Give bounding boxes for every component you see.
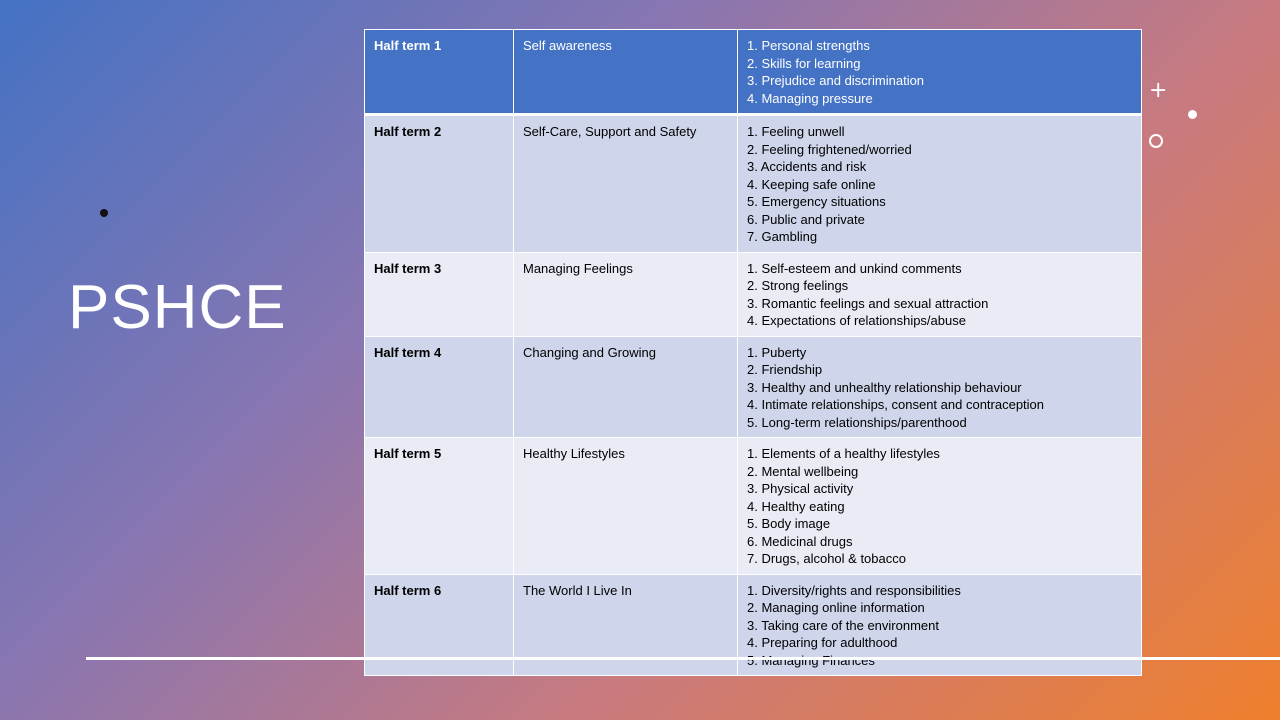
term-cell: Half term 2 xyxy=(364,114,514,253)
topic-item: 4. Keeping safe online xyxy=(747,176,876,192)
topic-item: 7. Gambling xyxy=(747,229,818,244)
topic-item: 3. Prejudice and discrimination xyxy=(747,73,925,88)
topic-item: 5. Body image xyxy=(747,516,831,531)
topic-item: 6. Medicinal drugs xyxy=(747,533,853,549)
dot-icon xyxy=(1188,110,1197,119)
term-cell: Half term 3 xyxy=(364,251,514,337)
topics-list: 1. Personal strengths 2. Skills for lear… xyxy=(747,37,1132,107)
topic-item: 5. Emergency situations xyxy=(747,194,886,209)
divider-line xyxy=(86,657,1280,660)
topic-item: 1. Feeling unwell xyxy=(747,124,845,139)
topics-cell: 1. Diversity/rights and responsibilities… xyxy=(737,573,1142,676)
table-row: Half term 6 The World I Live In 1. Diver… xyxy=(364,573,1142,676)
topics-cell: 1. Personal strengths 2. Skills for lear… xyxy=(737,29,1142,116)
topics-list: 1. Diversity/rights and responsibilities… xyxy=(747,582,1132,670)
theme-cell: Managing Feelings xyxy=(513,251,738,337)
theme-cell: Healthy Lifestyles xyxy=(513,437,738,575)
topics-list: 1. Puberty 2. Friendship 3. Healthy and … xyxy=(747,344,1132,432)
term-cell: Half term 6 xyxy=(364,573,514,676)
bullet-dot-icon xyxy=(100,209,108,217)
theme-cell: Self awareness xyxy=(513,29,738,116)
topic-item: 1. Puberty xyxy=(747,344,807,360)
topic-item: 1. Self-esteem and unkind comments xyxy=(747,260,962,276)
topics-cell: 1. Self-esteem and unkind comments 2. St… xyxy=(737,251,1142,337)
topic-item: 2. Friendship xyxy=(747,362,823,377)
topic-item: 2. Feeling frightened/worried xyxy=(747,141,912,157)
slide-title: PSHCE xyxy=(68,273,287,342)
topic-item: 1. Personal strengths xyxy=(747,38,870,53)
topic-item: 3. Healthy and unhealthy relationship be… xyxy=(747,379,1022,395)
topic-item: 3. Romantic feelings and sexual attracti… xyxy=(747,295,989,311)
topic-item: 5. Managing Finances xyxy=(747,652,875,668)
table-row: Half term 5 Healthy Lifestyles 1. Elemen… xyxy=(364,437,1142,575)
term-cell: Half term 4 xyxy=(364,335,514,438)
topic-item: 1. Diversity/rights and responsibilities xyxy=(747,582,961,598)
plus-icon: + xyxy=(1149,78,1168,103)
table-row: Half term 1 Self awareness 1. Personal s… xyxy=(364,29,1142,116)
topics-list: 1. Elements of a healthy lifestyles 2. M… xyxy=(747,445,1132,568)
topic-item: 6. Public and private xyxy=(747,211,865,227)
topic-item: 4. Healthy eating xyxy=(747,498,845,514)
topics-cell: 1. Puberty 2. Friendship 3. Healthy and … xyxy=(737,335,1142,438)
topic-item: 2. Skills for learning xyxy=(747,55,861,71)
topic-item: 4. Preparing for adulthood xyxy=(747,635,898,650)
topics-list: 1. Self-esteem and unkind comments 2. St… xyxy=(747,260,1132,330)
theme-cell: Changing and Growing xyxy=(513,335,738,438)
topics-cell: 1. Elements of a healthy lifestyles 2. M… xyxy=(737,437,1142,575)
table-row: Half term 4 Changing and Growing 1. Pube… xyxy=(364,335,1142,438)
topic-item: 7. Drugs, alcohol & tobacco xyxy=(747,551,906,566)
topic-item: 1. Elements of a healthy lifestyles xyxy=(747,446,940,461)
theme-cell: Self-Care, Support and Safety xyxy=(513,114,738,253)
topic-item: 2. Strong feelings xyxy=(747,278,849,293)
term-cell: Half term 1 xyxy=(364,29,514,116)
topic-item: 3. Taking care of the environment xyxy=(747,617,939,633)
topics-list: 1. Feeling unwell 2. Feeling frightened/… xyxy=(747,123,1132,246)
ring-icon xyxy=(1149,134,1163,148)
topic-item: 4. Managing pressure xyxy=(747,90,873,106)
topic-item: 2. Managing online information xyxy=(747,600,925,615)
topic-item: 4. Intimate relationships, consent and c… xyxy=(747,397,1045,412)
topic-item: 5. Long-term relationships/parenthood xyxy=(747,414,967,430)
topic-item: 3. Accidents and risk xyxy=(747,159,867,174)
topic-item: 3. Physical activity xyxy=(747,481,854,496)
table-row: Half term 2 Self-Care, Support and Safet… xyxy=(364,114,1142,253)
topic-item: 2. Mental wellbeing xyxy=(747,463,859,479)
curriculum-table: Half term 1 Self awareness 1. Personal s… xyxy=(364,29,1142,676)
table-row: Half term 3 Managing Feelings 1. Self-es… xyxy=(364,251,1142,337)
topic-item: 4. Expectations of relationships/abuse xyxy=(747,313,966,328)
topics-cell: 1. Feeling unwell 2. Feeling frightened/… xyxy=(737,114,1142,253)
theme-cell: The World I Live In xyxy=(513,573,738,676)
term-cell: Half term 5 xyxy=(364,437,514,575)
